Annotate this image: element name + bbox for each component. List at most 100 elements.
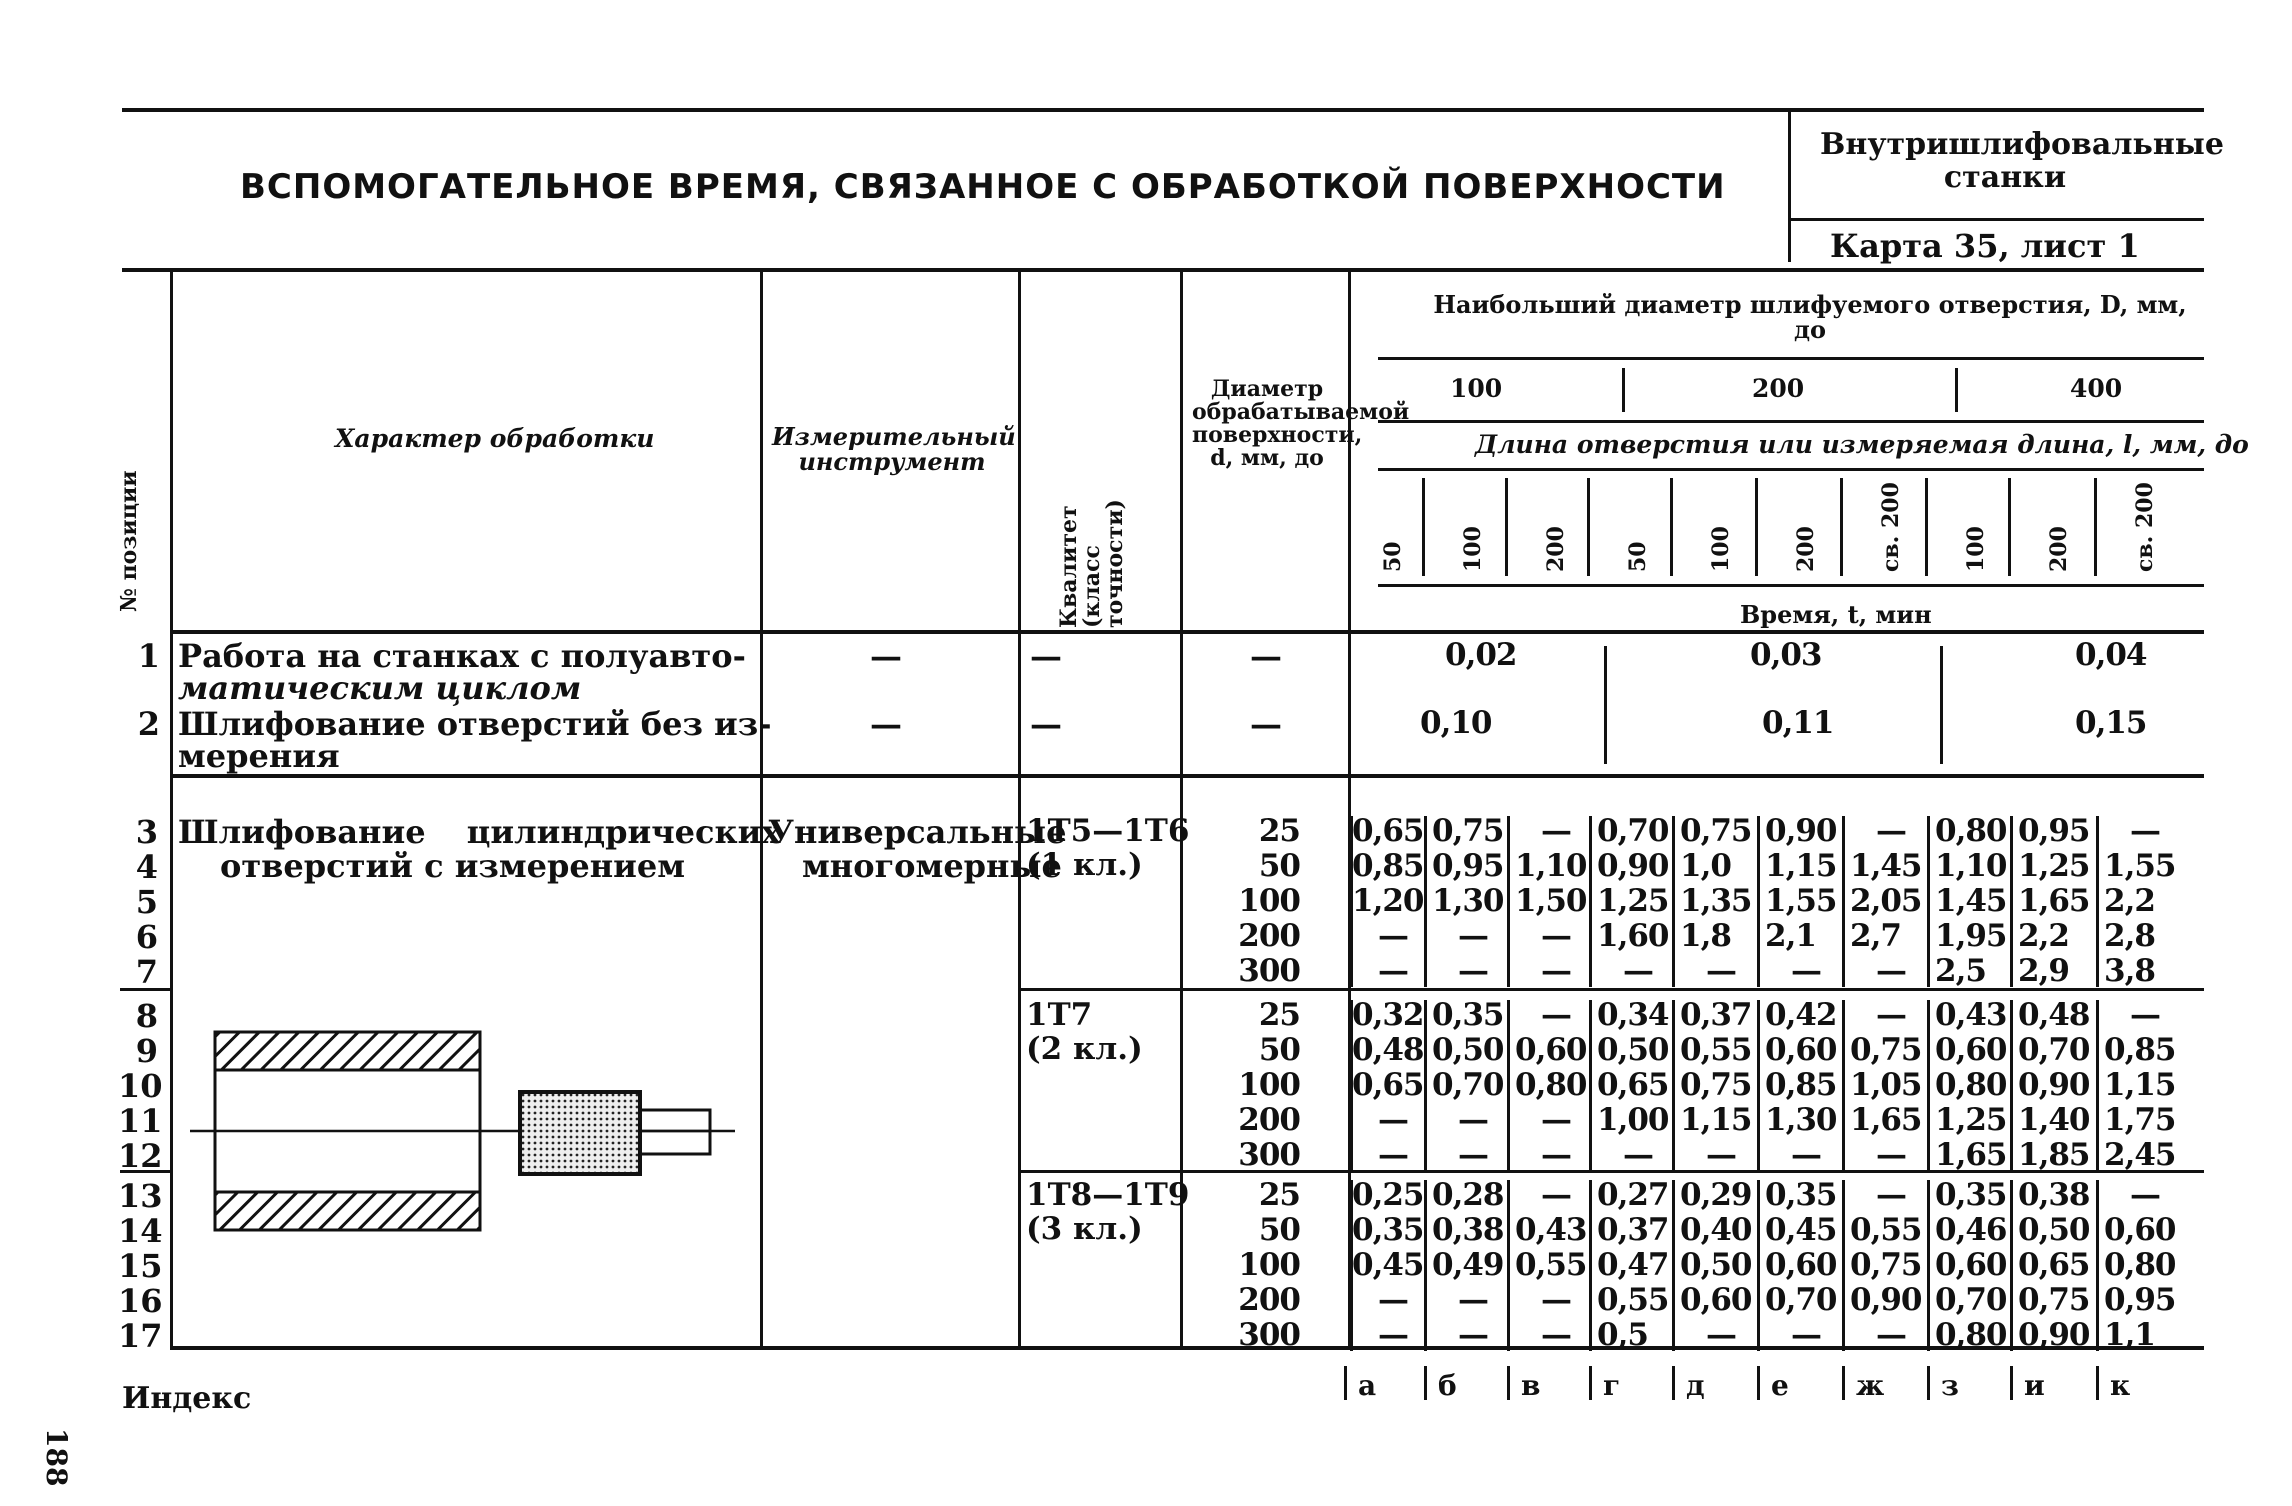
row-7-value-10: 3,8	[2104, 953, 2156, 989]
rows12-sep-1	[1604, 646, 1607, 764]
group-1-quality-2: (1 кл.)	[1026, 847, 1143, 883]
row-15-value-5: 0,50	[1680, 1247, 1753, 1283]
length-col-sep-5	[1755, 478, 1758, 576]
row-11-diameter: 200	[1238, 1102, 1301, 1138]
index-sep-9	[2010, 1366, 2013, 1400]
row-4-value-5: 1,0	[1680, 848, 1732, 884]
header-bottom-rule	[170, 630, 2204, 634]
row-16-value-3: —	[1541, 1282, 1572, 1318]
row-14-value-2: 0,38	[1432, 1212, 1505, 1248]
row-14-value-7: 0,55	[1850, 1212, 1923, 1248]
index-sep-8	[1927, 1366, 1930, 1400]
index-sep-7	[1842, 1366, 1845, 1400]
row-3-diameter: 25	[1258, 813, 1301, 849]
length-col-6: 200	[1793, 526, 1819, 572]
length-col-sep-7	[1925, 478, 1928, 576]
group-3-col-sep-3	[1589, 1180, 1592, 1351]
row-pos-2: 2	[137, 705, 160, 743]
group-1-col-sep-4	[1672, 816, 1675, 987]
group-1-col-sep-1	[1424, 816, 1427, 987]
row-13-value-1: 0,25	[1352, 1177, 1425, 1213]
row-15-value-7: 0,75	[1850, 1247, 1923, 1283]
row-13-value-10: —	[2130, 1177, 2161, 1213]
row-17-value-6: —	[1791, 1317, 1822, 1353]
main-inst-2: многомерные	[802, 847, 1062, 885]
row-7-value-7: —	[1876, 953, 1907, 989]
row-12-diameter: 300	[1238, 1137, 1301, 1173]
row-8-value-8: 0,43	[1935, 997, 2008, 1033]
row-15-value-6: 0,60	[1765, 1247, 1838, 1283]
group-2-col-sep-3	[1589, 1000, 1592, 1171]
row-3-value-9: 0,95	[2018, 813, 2091, 849]
main-text-1: Шлифование цилиндрических	[178, 813, 781, 851]
group-2-col-sep-0	[1350, 1000, 1353, 1171]
row-4-value-1: 0,85	[1352, 848, 1425, 884]
index-letter-2: б	[1438, 1369, 1457, 1402]
row-16-value-2: —	[1458, 1282, 1489, 1318]
row-pos-1: 1	[137, 637, 160, 675]
row-13-value-2: 0,28	[1432, 1177, 1505, 1213]
row-pos-5: 5	[135, 883, 158, 921]
length-col-7: св. 200	[1878, 482, 1904, 572]
col-line-3	[1018, 272, 1021, 1347]
rows12-sep-2	[1940, 646, 1943, 764]
row-5-diameter: 100	[1238, 883, 1301, 919]
group-3-quality-2: (3 кл.)	[1026, 1211, 1143, 1247]
row-7-value-4: —	[1623, 953, 1654, 989]
row-13-value-5: 0,29	[1680, 1177, 1753, 1213]
row-14-value-4: 0,37	[1597, 1212, 1670, 1248]
row-9-value-6: 0,60	[1765, 1032, 1838, 1068]
row-15-value-2: 0,49	[1432, 1247, 1505, 1283]
group-3-col-sep-7	[1927, 1180, 1930, 1351]
row-6-value-3: —	[1541, 918, 1572, 954]
row-3-value-7: —	[1876, 813, 1907, 849]
row-6-value-6: 2,1	[1765, 918, 1817, 954]
row-4-value-3: 1,10	[1515, 848, 1588, 884]
row-13-value-4: 0,27	[1597, 1177, 1670, 1213]
row-17-value-8: 0,80	[1935, 1317, 2008, 1353]
row-10-value-2: 0,70	[1432, 1067, 1505, 1103]
length-col-4: 50	[1625, 541, 1651, 572]
row-14-value-10: 0,60	[2104, 1212, 2177, 1248]
row-17-value-9: 0,90	[2018, 1317, 2091, 1353]
row-7-value-8: 2,5	[1935, 953, 1987, 989]
row-7-diameter: 300	[1238, 953, 1301, 989]
row-12-value-5: —	[1706, 1137, 1737, 1173]
main-text-2: отверстий с измерением	[220, 847, 686, 885]
row-10-value-9: 0,90	[2018, 1067, 2091, 1103]
index-letter-4: г	[1603, 1369, 1621, 1402]
row-8-value-6: 0,42	[1765, 997, 1838, 1033]
row-10-value-5: 0,75	[1680, 1067, 1753, 1103]
row-11-value-6: 1,30	[1765, 1102, 1838, 1138]
row-1-v100: 0,02	[1445, 637, 1518, 673]
row-12-value-6: —	[1791, 1137, 1822, 1173]
group-1-col-sep-2	[1507, 816, 1510, 987]
row-12-value-7: —	[1876, 1137, 1907, 1173]
length-col-5: 100	[1708, 526, 1734, 572]
row-5-value-5: 1,35	[1680, 883, 1753, 919]
row-12-value-10: 2,45	[2104, 1137, 2177, 1173]
index-letter-3: в	[1521, 1369, 1541, 1402]
row-3-value-8: 0,80	[1935, 813, 2008, 849]
group-3-col-sep-9	[2096, 1180, 2099, 1351]
row-2-inst: —	[870, 705, 902, 743]
row-15-value-9: 0,65	[2018, 1247, 2091, 1283]
grinding-sketch	[190, 1030, 735, 1232]
row-15-value-8: 0,60	[1935, 1247, 2008, 1283]
group-2-col-sep-5	[1757, 1000, 1760, 1171]
index-label: Индекс	[122, 1381, 252, 1416]
row-pos-17: 17	[118, 1317, 163, 1355]
time-rule-top	[1378, 584, 2204, 587]
row-17-value-5: —	[1706, 1317, 1737, 1353]
group-2-col-sep-7	[1927, 1000, 1930, 1171]
group-2-col-sep-1	[1424, 1000, 1427, 1171]
row-10-value-3: 0,80	[1515, 1067, 1588, 1103]
row-17-value-1: —	[1378, 1317, 1409, 1353]
row-4-value-7: 1,45	[1850, 848, 1923, 884]
row-pos-4: 4	[135, 848, 158, 886]
row-8-diameter: 25	[1258, 997, 1301, 1033]
row-pos-7: 7	[135, 953, 158, 991]
row-17-diameter: 300	[1238, 1317, 1301, 1353]
row-16-value-10: 0,95	[2104, 1282, 2177, 1318]
length-col-1: 50	[1380, 541, 1406, 572]
